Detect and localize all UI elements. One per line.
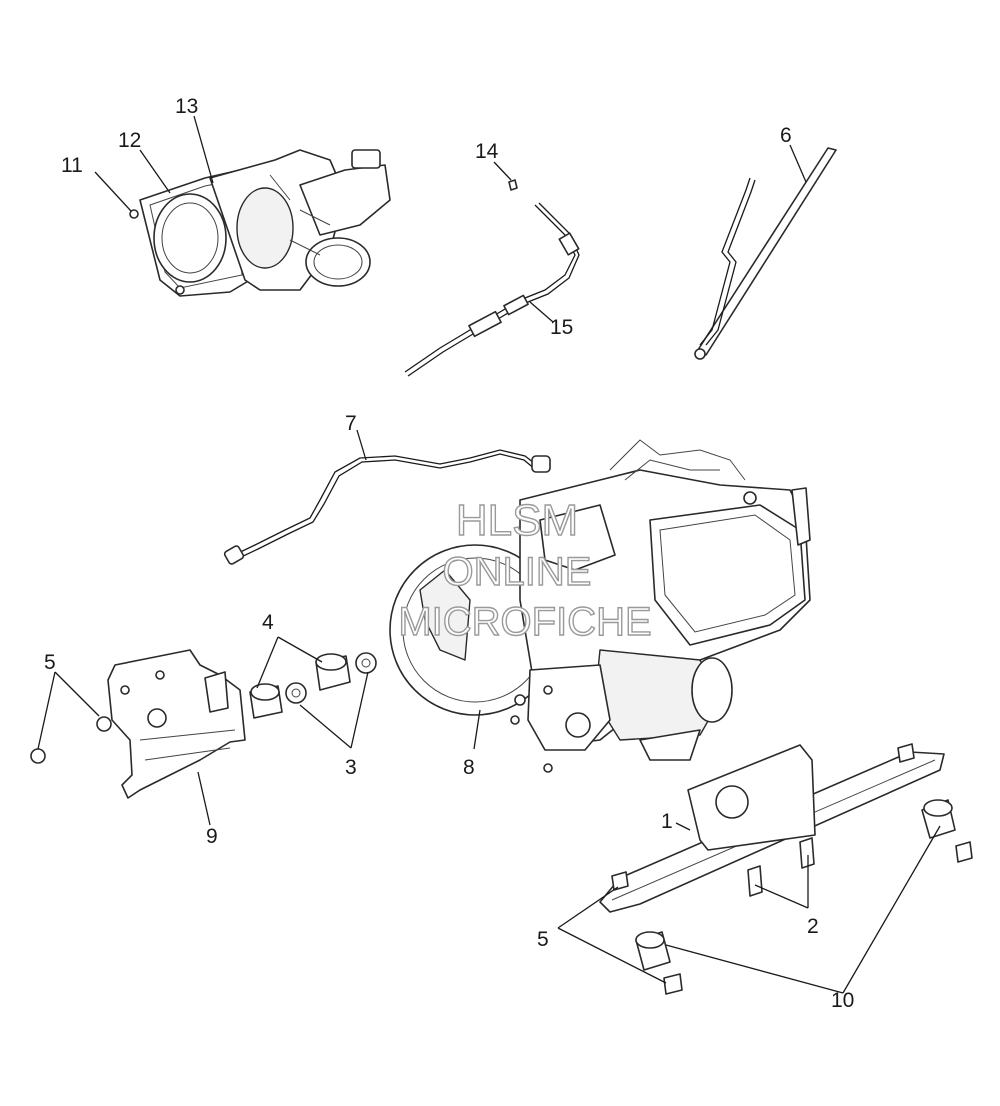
callout-5-left: 5 [44, 651, 56, 674]
callout-15: 15 [550, 316, 573, 339]
callout-9: 9 [206, 825, 218, 848]
callout-5-right: 5 [537, 928, 549, 951]
callout-1: 1 [661, 810, 673, 833]
watermark-line2: ONLINE [443, 550, 592, 594]
throttle-cable [404, 179, 580, 377]
callout-11: 11 [61, 154, 83, 177]
callout-14: 14 [475, 140, 499, 163]
callout-7: 7 [345, 412, 357, 435]
callout-8: 8 [463, 756, 475, 779]
left-mount-bracket [107, 649, 246, 799]
watermark: HLSM ONLINE MICROFICHE [398, 495, 653, 644]
watermark-line1: HLSM [456, 496, 578, 545]
callout-4: 4 [262, 611, 274, 634]
watermark-line3: MICROFICHE [398, 600, 651, 644]
throttle-body-assembly [129, 149, 391, 297]
callout-6: 6 [780, 124, 792, 147]
breather-rods [694, 147, 837, 360]
leader-lines [37, 115, 941, 994]
engine-assembly [389, 439, 811, 773]
callout-12: 12 [118, 129, 141, 152]
callout-3: 3 [345, 756, 357, 779]
callout-labels: 1 2 3 4 5 5 6 7 8 9 10 11 12 13 14 15 [44, 95, 854, 1012]
callout-13: 13 [175, 95, 198, 118]
rubber-mounts-left [30, 652, 377, 764]
callout-2: 2 [807, 915, 819, 938]
spark-plug-wire [223, 449, 551, 565]
skid-plate-assembly [599, 743, 973, 995]
callout-10: 10 [831, 989, 854, 1012]
